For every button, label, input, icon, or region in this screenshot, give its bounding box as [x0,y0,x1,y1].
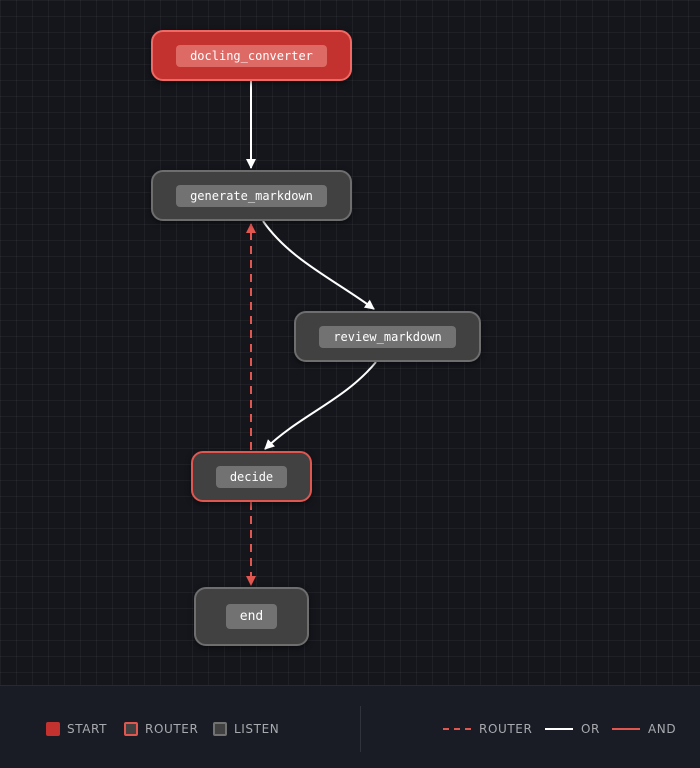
node-label: end [225,604,278,629]
node-generate-markdown[interactable]: generate_markdown [151,170,352,221]
legend-start: START [46,722,107,736]
legend-router-edge-label: ROUTER [479,722,533,736]
dashed-line-swatch [443,728,471,730]
legend: START ROUTER LISTEN ROUTER OR AND [0,685,700,768]
router-swatch [124,722,138,736]
legend-and-edge: AND [612,722,676,736]
node-decide[interactable]: decide [191,451,312,502]
node-label: decide [215,465,288,488]
legend-router-edge: ROUTER [443,722,532,736]
solid-white-line-swatch [545,728,573,730]
node-label: docling_converter [176,44,327,67]
legend-or-edge-label: OR [581,722,600,736]
node-docling-converter[interactable]: docling_converter [151,30,352,81]
node-review-markdown[interactable]: review_markdown [294,311,481,362]
node-label: generate_markdown [176,184,327,207]
solid-red-line-swatch [612,728,640,730]
edges-layer [246,80,377,586]
node-label: review_markdown [319,325,456,348]
legend-router-label: ROUTER [145,722,199,736]
legend-divider [360,706,361,752]
node-end[interactable]: end [194,587,309,646]
edge-generate-markdown-to-review-markdown [262,220,375,310]
flow-canvas[interactable]: docling_converter generate_markdown revi… [0,0,700,685]
legend-listen: LISTEN [213,722,279,736]
edge-review-markdown-to-decide [264,361,377,450]
legend-router: ROUTER [124,722,198,736]
legend-and-edge-label: AND [648,722,677,736]
legend-or-edge: OR [545,722,600,736]
start-swatch [46,722,60,736]
legend-start-label: START [67,722,108,736]
listen-swatch [213,722,227,736]
legend-listen-label: LISTEN [234,722,280,736]
